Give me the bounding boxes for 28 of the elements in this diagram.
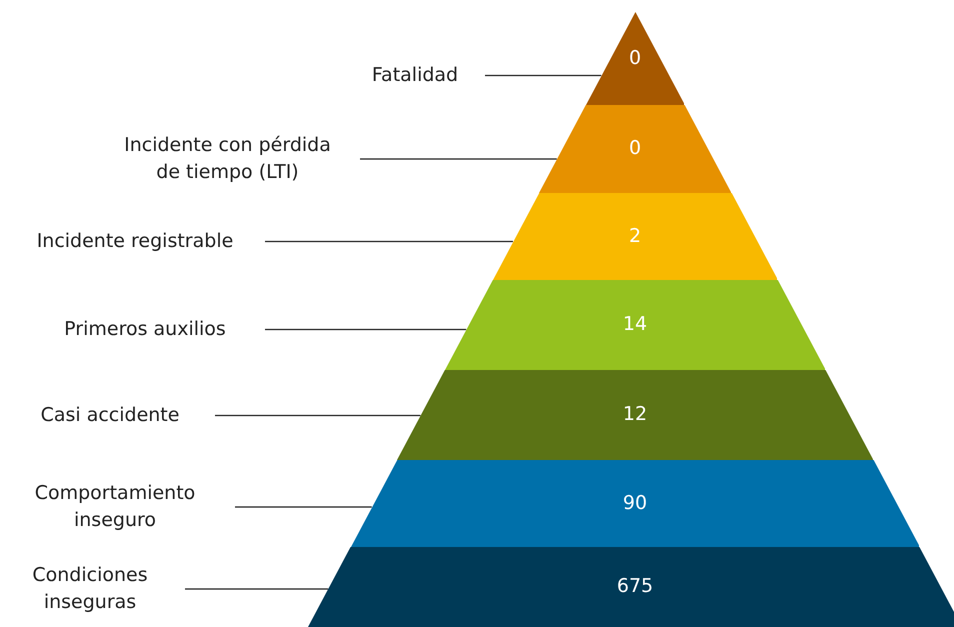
pyramid-band [350, 460, 920, 547]
pyramid-band [586, 12, 684, 105]
count-value: 14 [622, 313, 648, 335]
leader-line [485, 74, 602, 76]
count-value: 0 [628, 137, 642, 159]
pyramid-band [308, 547, 954, 627]
pyramid-band [538, 105, 732, 193]
leader-line [185, 588, 328, 590]
level-label: Casi accidente [20, 402, 200, 429]
count-value: 0 [628, 46, 642, 68]
level-label: Comportamiento inseguro [10, 480, 220, 534]
leader-line [235, 506, 372, 508]
level-label: Primeros auxilios [40, 316, 250, 343]
leader-line [215, 414, 420, 416]
level-label: Condiciones inseguras [10, 562, 170, 616]
count-value: 675 [616, 575, 654, 597]
pyramid-band [396, 370, 874, 460]
level-label: Incidente registrable [20, 228, 250, 255]
pyramid-band [492, 193, 778, 280]
level-label: Fatalidad [360, 62, 470, 89]
pyramid-band [444, 280, 826, 370]
leader-line [265, 240, 513, 242]
count-value: 12 [622, 403, 648, 425]
count-value: 2 [628, 224, 642, 246]
count-value: 90 [622, 492, 648, 514]
level-label: Incidente con pérdida de tiempo (LTI) [110, 132, 345, 186]
leader-line [360, 158, 557, 160]
leader-line [265, 328, 466, 330]
